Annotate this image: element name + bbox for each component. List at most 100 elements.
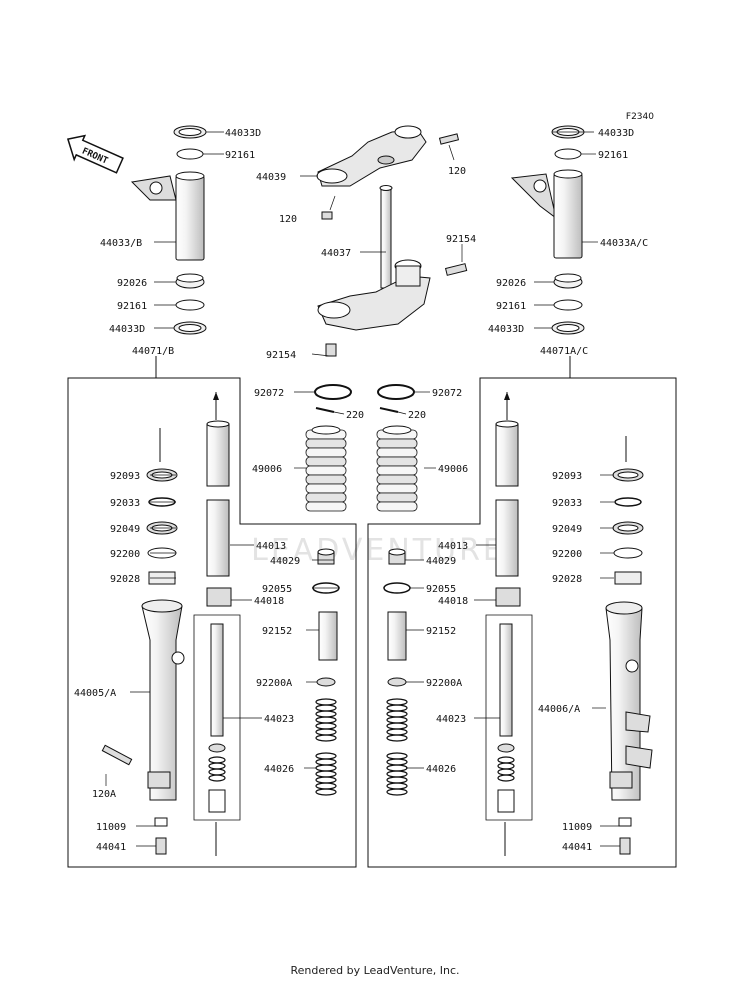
right-damper-box bbox=[485, 614, 533, 821]
label-44033-b: 44033/B bbox=[100, 238, 142, 249]
leader-lines bbox=[105, 131, 620, 847]
bushing-92028-right bbox=[614, 571, 642, 585]
front-arrow-icon: FRONT bbox=[66, 134, 124, 174]
bolt-92154-bottom bbox=[325, 343, 337, 357]
o-ring-92055-right bbox=[383, 582, 411, 594]
label-92049-right: 92049 bbox=[552, 524, 582, 535]
label-11009-left: 11009 bbox=[96, 822, 126, 833]
dust-boot-49006-left bbox=[305, 425, 347, 512]
steering-stem-44037 bbox=[317, 185, 431, 331]
inner-tube-44013-right-upper bbox=[495, 423, 519, 487]
slide-bushing-44018-right bbox=[495, 587, 521, 607]
label-44006-a: 44006/A bbox=[538, 704, 580, 715]
upper-triple-clamp-44039 bbox=[316, 125, 427, 187]
inner-tube-44013-left-upper bbox=[206, 423, 230, 487]
label-220-left: 220 bbox=[346, 410, 364, 421]
washer-92200a-left bbox=[316, 677, 336, 687]
drain-bolt-44041-left bbox=[155, 837, 167, 855]
label-44023-right: 44023 bbox=[436, 714, 466, 725]
label-92028-right: 92028 bbox=[552, 574, 582, 585]
headlight-bracket-right bbox=[510, 173, 557, 220]
label-92200a-left: 92200A bbox=[256, 678, 292, 689]
label-92154-bottom: 92154 bbox=[266, 350, 296, 361]
left-damper-box bbox=[193, 614, 241, 821]
label-92200a-right: 92200A bbox=[426, 678, 462, 689]
label-92093-right: 92093 bbox=[552, 471, 582, 482]
diagram-code: F2340 bbox=[625, 112, 654, 122]
label-49006-right: 49006 bbox=[438, 464, 468, 475]
label-92161-top-right: 92161 bbox=[598, 150, 628, 161]
label-44033d-top-left: 44033D bbox=[225, 128, 261, 139]
circlip-92033-right bbox=[614, 497, 642, 507]
screw-220-right bbox=[379, 407, 399, 413]
spacer-92152-left bbox=[318, 611, 338, 661]
right-fork-group-box bbox=[367, 377, 677, 868]
label-92033-right: 92033 bbox=[552, 498, 582, 509]
ring-92161-left bbox=[175, 299, 205, 311]
label-44033d-right: 44033D bbox=[488, 324, 524, 335]
label-44041-left: 44041 bbox=[96, 842, 126, 853]
label-92152-right: 92152 bbox=[426, 626, 456, 637]
label-44071a-c: 44071A/C bbox=[540, 346, 588, 357]
label-44026-left: 44026 bbox=[264, 764, 294, 775]
upper-fork-cover-left bbox=[175, 175, 205, 261]
label-120-top: 120 bbox=[448, 166, 466, 177]
left-fork-group-box bbox=[67, 377, 357, 868]
label-92055-left: 92055 bbox=[262, 584, 292, 595]
label-92049-left: 92049 bbox=[110, 524, 140, 535]
ring-92161-right bbox=[553, 299, 583, 311]
inner-tube-44013-left bbox=[206, 499, 230, 577]
washer-92200-right bbox=[613, 547, 643, 559]
label-92028-left: 92028 bbox=[110, 574, 140, 585]
gasket-11009-left bbox=[154, 817, 168, 827]
label-92026-right: 92026 bbox=[496, 278, 526, 289]
inner-tube-44013-right bbox=[495, 499, 519, 577]
gasket-11009-right bbox=[618, 817, 632, 827]
label-92161-left: 92161 bbox=[117, 301, 147, 312]
label-92026-left: 92026 bbox=[117, 278, 147, 289]
label-44005-a: 44005/A bbox=[74, 688, 116, 699]
label-44071-b: 44071/B bbox=[132, 346, 174, 357]
spring-44026-right bbox=[386, 698, 408, 796]
label-44029-right: 44029 bbox=[426, 556, 456, 567]
part-labels: 44033D 92161 44033/B 92026 92161 44033D … bbox=[74, 128, 648, 853]
dust-boot-49006-right bbox=[376, 425, 418, 512]
label-44026-right: 44026 bbox=[426, 764, 456, 775]
label-92200-right: 92200 bbox=[552, 549, 582, 560]
label-44037: 44037 bbox=[321, 248, 351, 259]
watermark-text: LEADVENTURE bbox=[251, 533, 505, 568]
label-92154-right: 92154 bbox=[446, 234, 476, 245]
clamp-92072-right bbox=[377, 384, 415, 400]
label-44039: 44039 bbox=[256, 172, 286, 183]
ring-92161-right-top bbox=[554, 148, 582, 160]
label-92161-right: 92161 bbox=[496, 301, 526, 312]
spacer-92152-right bbox=[387, 611, 407, 661]
bolt-120a bbox=[101, 744, 133, 766]
washer-92200a-right bbox=[387, 677, 407, 687]
bolt-120-side bbox=[321, 211, 333, 220]
damper-rod-44023-right bbox=[499, 623, 513, 737]
label-92200-left: 92200 bbox=[110, 549, 140, 560]
label-92152-left: 92152 bbox=[262, 626, 292, 637]
label-44033d-top-right: 44033D bbox=[598, 128, 634, 139]
clamp-92072-left bbox=[314, 384, 352, 400]
label-120-side: 120 bbox=[279, 214, 297, 225]
label-44023-left: 44023 bbox=[264, 714, 294, 725]
slide-bushing-44018-left bbox=[206, 587, 232, 607]
label-44033a-c: 44033A/C bbox=[600, 238, 648, 249]
label-44013-left: 44013 bbox=[256, 541, 286, 552]
label-120a: 120A bbox=[92, 789, 116, 800]
label-44041-right: 44041 bbox=[562, 842, 592, 853]
label-92072-left: 92072 bbox=[254, 388, 284, 399]
outer-tube-44006a bbox=[605, 601, 653, 801]
drain-bolt-44041-right bbox=[619, 837, 631, 855]
label-92093-left: 92093 bbox=[110, 471, 140, 482]
outer-tube-44005a bbox=[141, 599, 185, 801]
bolt-120-top bbox=[438, 133, 460, 145]
upper-fork-cover-right bbox=[553, 173, 583, 259]
spring-44026-left bbox=[315, 698, 337, 796]
bolt-92154-right bbox=[444, 263, 468, 276]
label-92033-left: 92033 bbox=[110, 498, 140, 509]
